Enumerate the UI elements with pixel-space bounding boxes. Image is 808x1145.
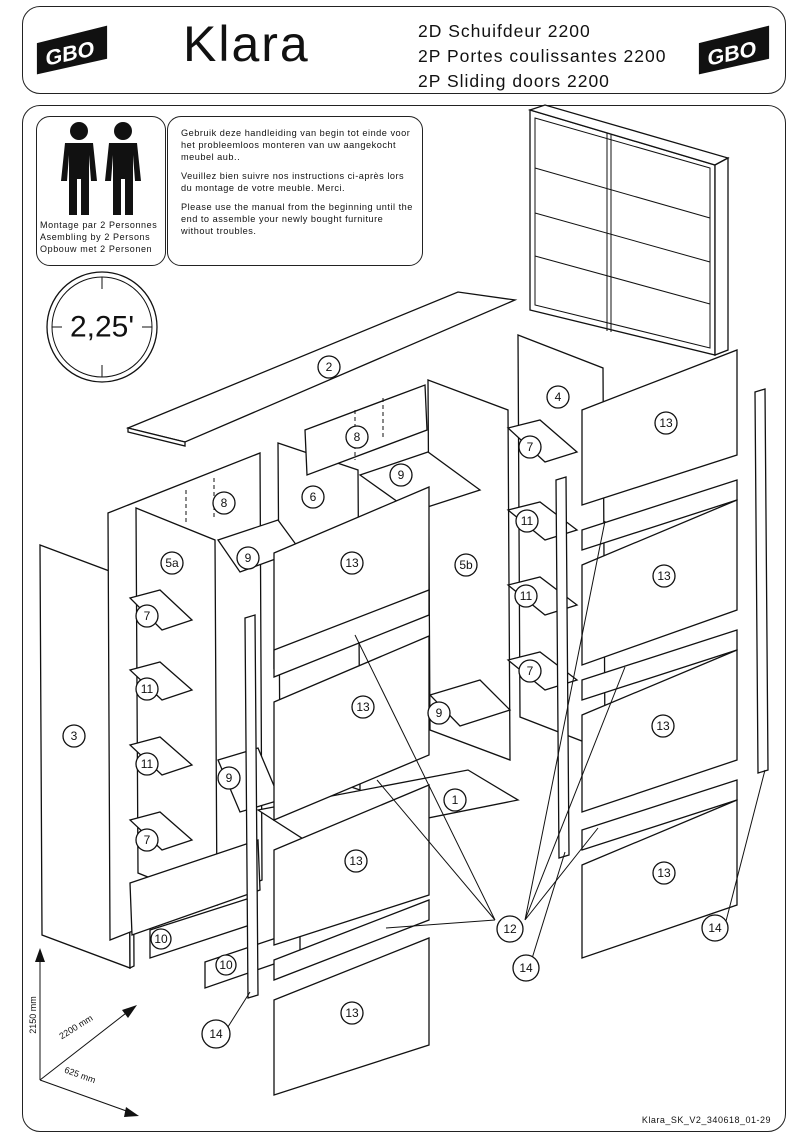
label-part-9: 9 xyxy=(436,706,443,720)
product-titles: 2D Schuifdeur 2200 2P Portes coulissante… xyxy=(418,19,666,94)
label-part-8: 8 xyxy=(221,496,228,510)
product-name: Klara xyxy=(183,16,310,72)
title-en: 2P Sliding doors 2200 xyxy=(418,71,610,91)
label-part-14: 14 xyxy=(708,921,722,935)
label-part-6: 6 xyxy=(310,490,317,504)
label-part-7: 7 xyxy=(527,664,534,678)
persons-text: Montage par 2 Personnes Asembling by 2 P… xyxy=(40,219,157,255)
label-part-13: 13 xyxy=(345,556,359,570)
persons-line-en: Asembling by 2 Persons xyxy=(40,232,151,242)
label-part-8: 8 xyxy=(354,430,361,444)
label-part-9: 9 xyxy=(245,551,252,565)
label-part-10: 10 xyxy=(154,932,168,946)
intro-en: Please use the manual from the beginning… xyxy=(181,202,413,236)
label-part-5b: 5b xyxy=(459,558,473,572)
label-part-5a: 5a xyxy=(165,556,179,570)
label-part-13: 13 xyxy=(657,866,671,880)
title-fr: 2P Portes coulissantes 2200 xyxy=(418,46,667,66)
intro-nl: Gebruik deze handleiding van begin tot e… xyxy=(181,128,411,162)
gbo-logo-right: GBO xyxy=(698,25,770,75)
label-part-11: 11 xyxy=(141,682,154,696)
document-code: Klara_SK_V2_340618_01-29 xyxy=(641,1115,771,1125)
two-persons-box: Montage par 2 Personnes Asembling by 2 P… xyxy=(36,116,166,266)
label-part-4: 4 xyxy=(555,390,562,404)
part-14-rail xyxy=(244,614,259,999)
persons-line-fr: Montage par 2 Personnes xyxy=(40,220,158,230)
label-part-2: 2 xyxy=(326,360,333,374)
label-part-14: 14 xyxy=(519,961,533,975)
label-part-7: 7 xyxy=(527,440,534,454)
part-labels: 2 4 13 8 7 9 8 6 11 9 5a 13 5b 13 11 7 7… xyxy=(62,355,729,1049)
label-part-13: 13 xyxy=(345,1006,359,1020)
label-part-10: 10 xyxy=(219,958,233,972)
two-persons-icon xyxy=(61,122,141,215)
label-part-9: 9 xyxy=(398,468,405,482)
label-part-11: 11 xyxy=(141,757,154,771)
label-part-13: 13 xyxy=(349,854,363,868)
label-part-12: 12 xyxy=(503,922,517,936)
dimension-depth: 625 mm xyxy=(63,1065,97,1086)
assembly-time: 2,25' xyxy=(70,311,134,344)
persons-line-nl: Opbouw met 2 Personen xyxy=(40,244,153,254)
label-part-14: 14 xyxy=(209,1027,223,1041)
label-part-11: 11 xyxy=(521,514,534,528)
label-part-1: 1 xyxy=(452,793,459,807)
label-part-11: 11 xyxy=(520,589,533,603)
finished-wardrobe-thumbnail xyxy=(527,104,730,356)
dimension-arrows: 2150 mm 2200 mm 625 mm xyxy=(28,948,139,1117)
label-part-13: 13 xyxy=(356,700,370,714)
dimension-height: 2150 mm xyxy=(28,996,38,1034)
assembly-time-clock: 2,25' xyxy=(46,271,158,383)
label-part-7: 7 xyxy=(144,609,151,623)
label-part-7: 7 xyxy=(144,833,151,847)
label-part-13: 13 xyxy=(656,719,670,733)
label-part-9: 9 xyxy=(226,771,233,785)
label-part-3: 3 xyxy=(71,729,78,743)
gbo-logo-left: GBO xyxy=(36,25,108,75)
header-panel: GBO Klara 2D Schuifdeur 2200 2P Portes c… xyxy=(22,6,786,94)
intro-fr: Veuillez bien suivre nos instructions ci… xyxy=(181,171,405,193)
label-part-13: 13 xyxy=(659,416,673,430)
label-part-13: 13 xyxy=(657,569,671,583)
intro-box: Gebruik deze handleiding van begin tot e… xyxy=(167,116,423,266)
title-nl: 2D Schuifdeur 2200 xyxy=(418,21,591,41)
dimension-width: 2200 mm xyxy=(57,1013,94,1041)
